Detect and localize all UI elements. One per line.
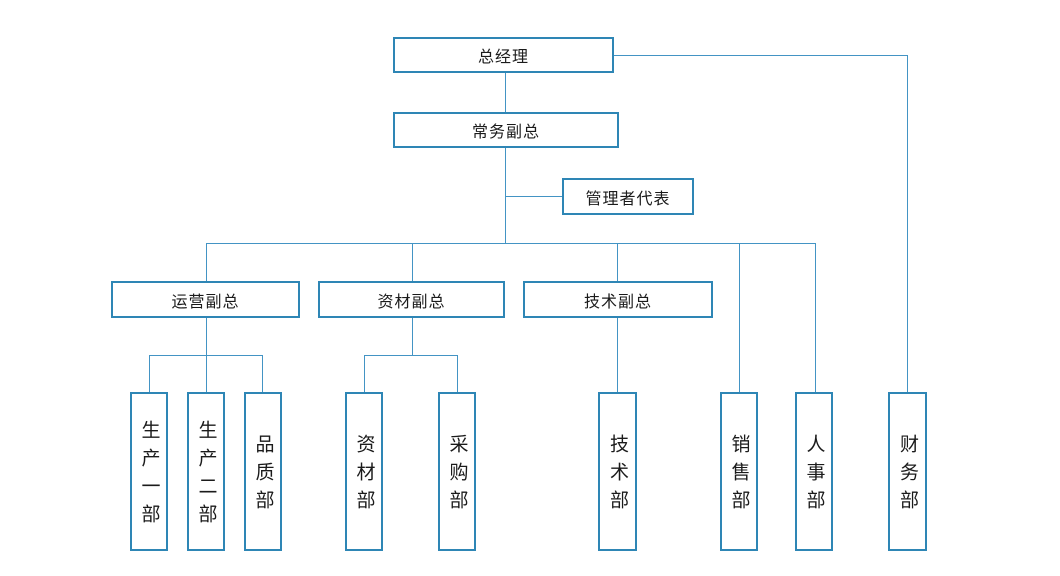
node-technology-vp: 技术副总 <box>523 281 713 318</box>
node-purchasing-dept-label: 采购部 <box>446 434 468 518</box>
node-production-dept-1-label: 生产一部 <box>138 420 160 532</box>
node-hr-dept: 人事部 <box>795 392 833 551</box>
connector-gm-evp <box>505 73 506 113</box>
node-quality-dept-label: 品质部 <box>252 434 274 518</box>
connector-evp-trunk <box>505 148 506 243</box>
node-materials-vp-label: 资材副总 <box>377 293 446 311</box>
connector-evp-rep <box>505 196 563 197</box>
connector-bus-hr <box>815 243 816 392</box>
connector-gm-finance-top <box>614 55 907 56</box>
node-executive-vp-label: 常务副总 <box>471 124 540 141</box>
connector-matvp-stem <box>412 317 413 355</box>
node-materials-dept: 资材部 <box>345 392 383 551</box>
node-technology-vp-label: 技术副总 <box>583 293 652 311</box>
node-hr-dept-label: 人事部 <box>803 434 825 518</box>
node-sales-dept-label: 销售部 <box>728 434 750 518</box>
node-general-manager-label: 总经理 <box>477 49 529 66</box>
node-management-rep: 管理者代表 <box>562 178 694 215</box>
connector-bus-technology-vp <box>617 243 618 281</box>
connector-gm-finance-drop <box>907 55 908 392</box>
connector-bus-sales <box>739 243 740 392</box>
node-production-dept-1: 生产一部 <box>130 392 168 551</box>
connector-opsvp-prod1 <box>149 355 150 392</box>
node-purchasing-dept: 采购部 <box>438 392 476 551</box>
connector-distribution-bus <box>206 243 815 244</box>
connector-opsvp-quality <box>262 355 263 392</box>
connector-techvp-tech <box>617 317 618 392</box>
node-finance-dept-label: 财务部 <box>897 434 918 518</box>
connector-matvp-purchasing <box>457 355 458 392</box>
node-management-rep-label: 管理者代表 <box>585 190 671 208</box>
node-operations-vp-label: 运营副总 <box>171 293 240 311</box>
node-finance-dept: 财务部 <box>888 392 927 551</box>
connector-bus-operations-vp <box>206 243 207 281</box>
connector-opsvp-stem <box>206 317 207 355</box>
connector-matvp-bus <box>364 355 457 356</box>
node-materials-vp: 资材副总 <box>318 281 505 318</box>
node-materials-dept-label: 资材部 <box>353 434 375 518</box>
node-general-manager: 总经理 <box>393 37 614 73</box>
node-operations-vp: 运营副总 <box>111 281 300 318</box>
node-executive-vp: 常务副总 <box>393 112 619 148</box>
node-quality-dept: 品质部 <box>244 392 282 551</box>
node-sales-dept: 销售部 <box>720 392 758 551</box>
node-technology-dept: 技术部 <box>598 392 637 551</box>
node-production-dept-2: 生产二部 <box>187 392 225 551</box>
connector-matvp-materials <box>364 355 365 392</box>
node-technology-dept-label: 技术部 <box>607 434 628 518</box>
connector-bus-materials-vp <box>412 243 413 281</box>
connector-opsvp-prod2 <box>206 355 207 392</box>
node-production-dept-2-label: 生产二部 <box>195 420 217 532</box>
